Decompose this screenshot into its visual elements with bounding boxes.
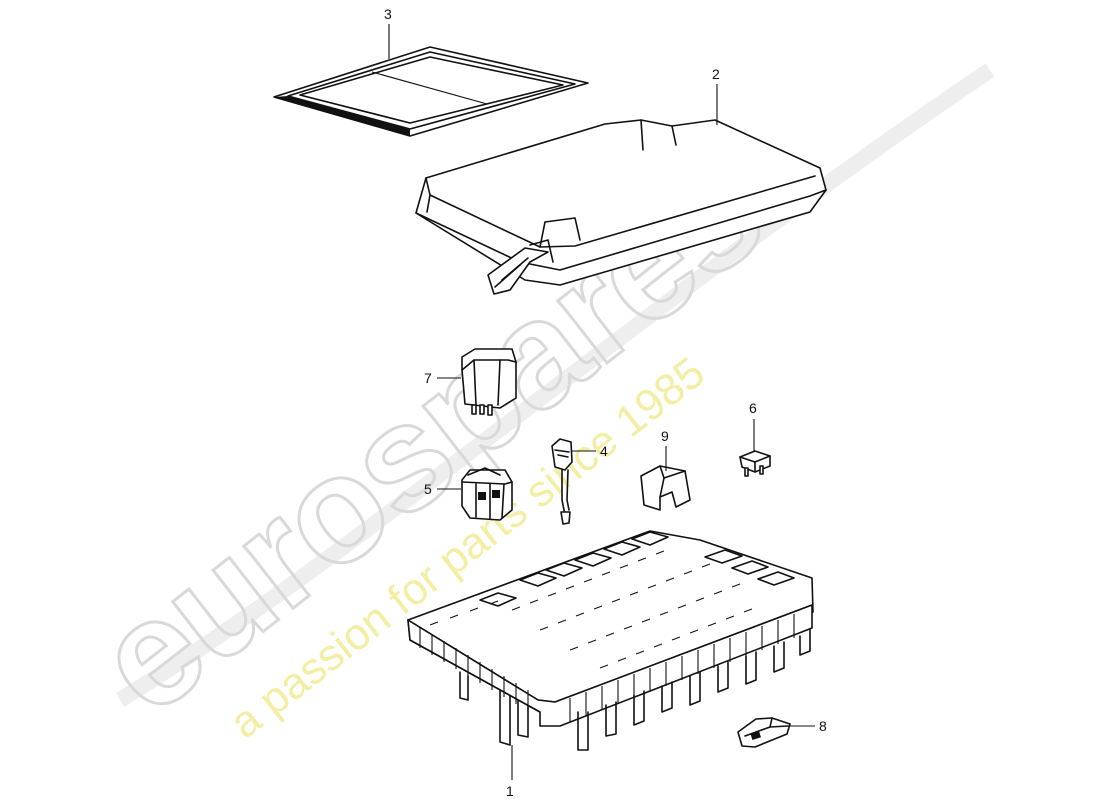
callout-1: 1 — [506, 783, 514, 799]
callout-6: 6 — [749, 400, 757, 416]
callout-4: 4 — [600, 443, 608, 459]
part-2-lid — [415, 119, 827, 295]
watermark-swoosh — [115, 63, 995, 707]
callout-2: 2 — [712, 66, 720, 82]
part-6-fuse — [739, 450, 771, 477]
part-5-relay-base — [461, 467, 513, 521]
callout-5: 5 — [424, 481, 432, 497]
callout-9: 9 — [661, 428, 669, 444]
callout-labels: 3 2 7 5 4 9 6 8 1 — [384, 6, 827, 799]
part-1-fuse-box — [407, 530, 814, 751]
leader-lines — [388, 24, 815, 780]
part-7-relay — [461, 348, 517, 416]
part-8-connector — [737, 717, 791, 748]
callout-8: 8 — [819, 718, 827, 734]
part-3-cover-sheet — [273, 46, 589, 137]
part-9-clip — [640, 465, 691, 511]
callout-3: 3 — [384, 6, 392, 22]
part-4-fuse-holder — [551, 438, 573, 525]
callout-7: 7 — [424, 370, 432, 386]
fuse-sockets — [479, 531, 795, 607]
